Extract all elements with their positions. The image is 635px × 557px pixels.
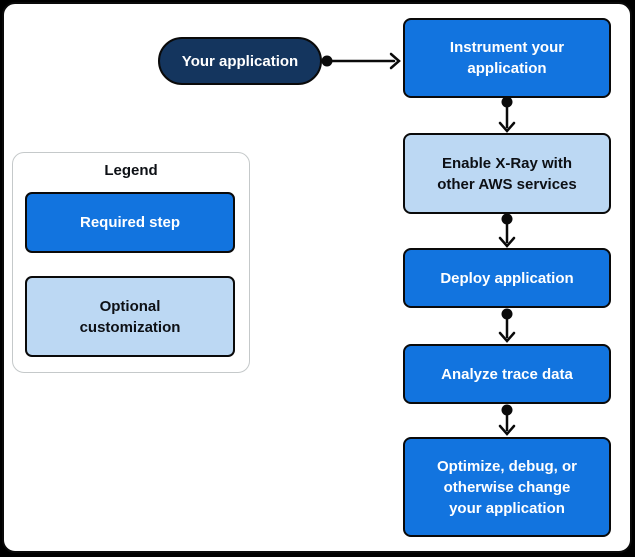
legend-title: Legend: [104, 162, 158, 179]
legend-item-required-step: Required step: [25, 192, 235, 253]
node-analyze-trace-data: Analyze trace data: [403, 344, 611, 404]
node-deploy-application: Deploy application: [403, 248, 611, 308]
node-optimize-debug-change-application: Optimize, debug, or otherwise change you…: [403, 437, 611, 537]
node-enable-xray-with-other-aws-services: Enable X-Ray with other AWS services: [403, 133, 611, 214]
node-instrument-your-application: Instrument your application: [403, 18, 611, 98]
legend-item-optional-customization: Optional customization: [25, 276, 235, 357]
node-your-application: Your application: [158, 37, 322, 85]
